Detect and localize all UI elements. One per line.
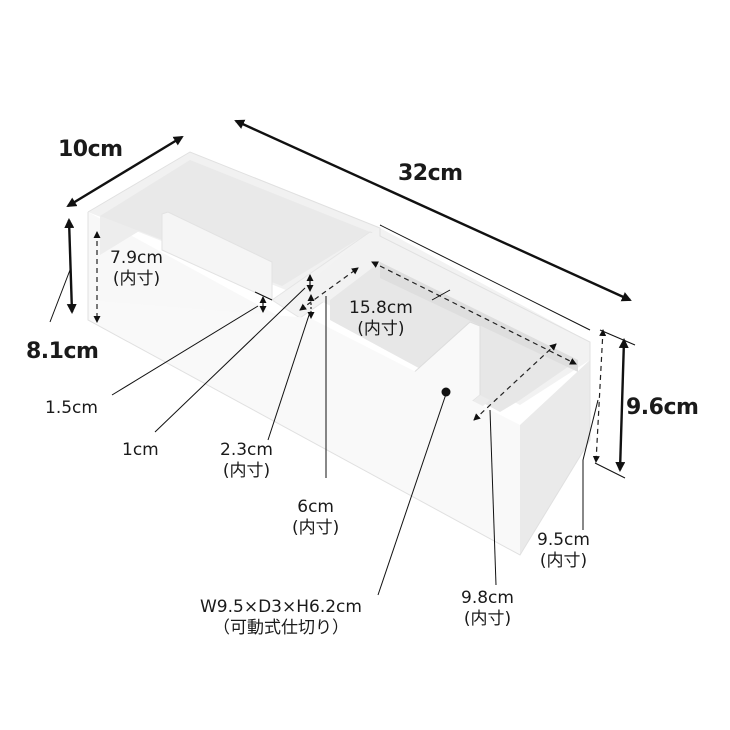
leader-15-8 [431, 289, 451, 301]
step-depth-note: (内寸) [222, 461, 271, 482]
inner-right-width-note: (内寸) [463, 609, 512, 630]
right-height-arrow [615, 338, 629, 472]
label-height-left: 8.1cm [26, 339, 99, 364]
inner-right-width-value: 9.8cm [461, 588, 514, 608]
inner-left-height-value: 7.9cm [110, 248, 163, 268]
step-depth-value: 2.3cm [220, 440, 273, 460]
leader-lines [49, 269, 599, 596]
label-inner-left-height: 7.9cm (内寸) [110, 248, 163, 291]
lip-arrows [259, 274, 314, 313]
inner-right-width [473, 343, 557, 421]
inner-right-height [592, 329, 607, 463]
divider-note: （可動式仕切り） [212, 618, 349, 639]
label-divider: W9.5×D3×H6.2cm （可動式仕切り） [200, 597, 362, 640]
left-height-arrow [64, 218, 77, 314]
step-length-value: 6cm [297, 497, 334, 517]
leader-divider [377, 393, 447, 596]
box-right-front-face [88, 300, 520, 555]
inner-dimension-lines [93, 231, 607, 463]
inner-left-height-note: (内寸) [112, 269, 161, 290]
label-step-depth: 2.3cm (内寸) [220, 440, 273, 483]
inner-right-height-value: 9.5cm [537, 530, 590, 550]
leader-2-3 [267, 311, 311, 441]
label-depth: 10cm [58, 137, 123, 162]
inner-right-length-value: 15.8cm [349, 298, 413, 318]
label-inner-right-width: 9.8cm (内寸) [461, 588, 514, 631]
label-inner-right-length: 15.8cm (内寸) [349, 298, 413, 341]
label-step-length: 6cm (内寸) [292, 497, 339, 540]
label-lip-1: 1cm [122, 440, 159, 460]
inner-right-height-note: (内寸) [539, 551, 588, 572]
leader-9-5 [582, 399, 599, 530]
label-inner-right-height: 9.5cm (内寸) [537, 530, 590, 573]
inner-right-length-note: (内寸) [357, 319, 405, 340]
divider-size: W9.5×D3×H6.2cm [200, 597, 362, 617]
leader-8-1 [49, 269, 71, 323]
divider-marker-dot [441, 387, 451, 397]
leader-1 [154, 287, 306, 433]
step-length-note: (内寸) [292, 518, 340, 539]
label-width: 32cm [398, 161, 463, 186]
leader-9-8 [489, 409, 497, 586]
storage-box [87, 151, 591, 556]
label-height-right: 9.6cm [626, 395, 699, 420]
depth-arrow [66, 135, 184, 208]
leader-1-5 [111, 305, 259, 396]
label-lip-1-5: 1.5cm [45, 398, 98, 418]
